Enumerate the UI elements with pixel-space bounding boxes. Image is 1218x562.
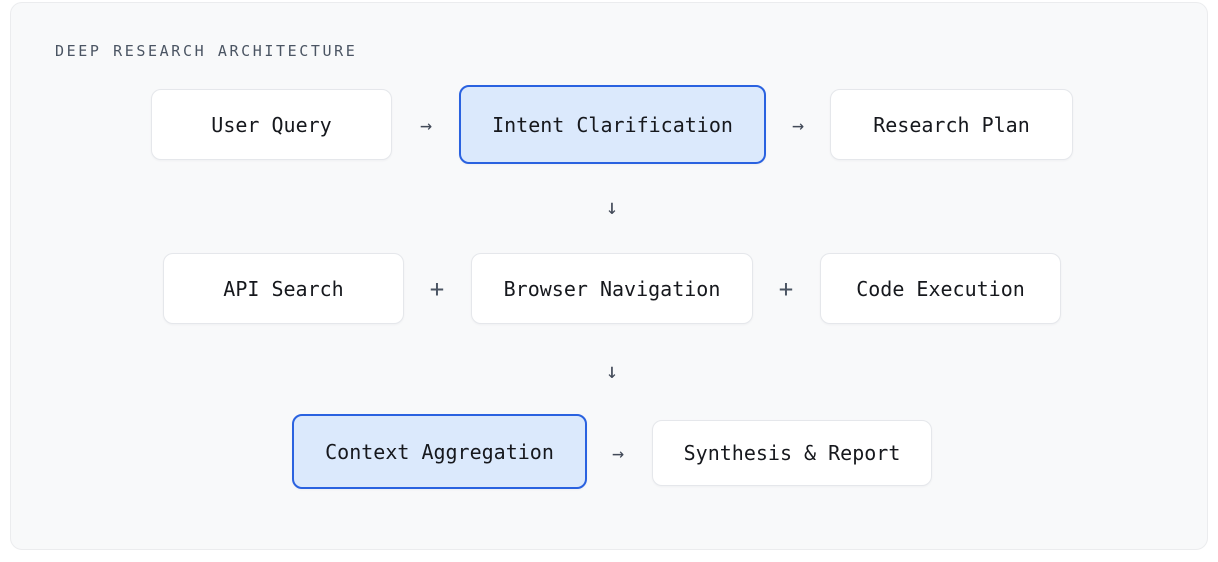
node-context-aggregation: Context Aggregation: [292, 414, 587, 489]
arrow-down-icon: ↓: [605, 195, 619, 219]
node-user-query: User Query: [151, 89, 392, 160]
diagram-title: DEEP RESEARCH ARCHITECTURE: [55, 42, 358, 60]
node-api-search: API Search: [163, 253, 404, 324]
node-synthesis-report: Synthesis & Report: [652, 420, 932, 486]
arrow-right-icon: →: [791, 112, 805, 137]
plus-icon: +: [778, 274, 794, 303]
node-browser-navigation: Browser Navigation: [471, 253, 753, 324]
arrow-right-icon: →: [419, 112, 433, 137]
arrow-down-icon: ↓: [605, 359, 619, 383]
plus-icon: +: [429, 274, 445, 303]
node-intent-clarification: Intent Clarification: [459, 85, 766, 164]
node-research-plan: Research Plan: [830, 89, 1073, 160]
arrow-right-icon: →: [611, 441, 625, 465]
node-code-execution: Code Execution: [820, 253, 1061, 324]
